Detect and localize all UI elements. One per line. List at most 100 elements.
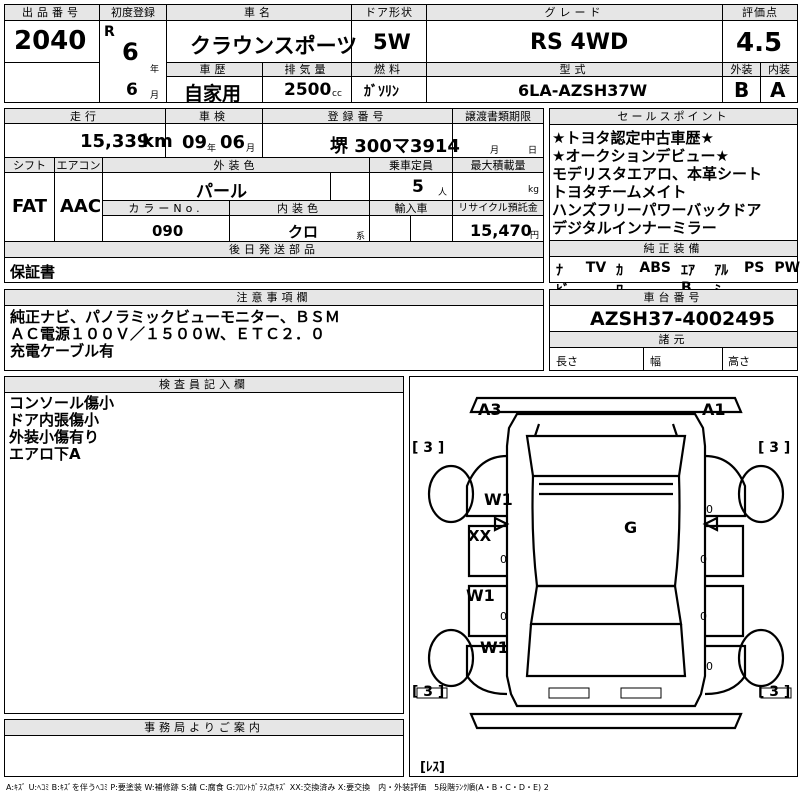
equipment-cell [549,256,798,283]
inspector-cell [4,392,404,714]
grade-label: グレード [426,4,723,21]
car-diagram-svg [416,396,792,730]
first-reg-year: 6 [122,38,139,66]
later-cell [4,257,544,283]
tire-front-left: [ 3 ] [412,440,445,456]
capacity-value: 5 [412,177,424,197]
displacement-value: 2500 [284,80,332,100]
transfer-day: 日 [528,146,538,156]
color-split [330,172,370,201]
recycle-value: 15,470 [470,221,532,240]
mark-a3: A3 [478,400,502,419]
first-reg-label: 初度登録 [99,4,167,21]
plate-label: 登録番号 [262,108,453,124]
color-no-value: 090 [152,222,184,240]
lot-label: 出品番号 [4,4,100,21]
sales-list: ★トヨタ認定中古車歴★ ★オークションデビュー★ モデリスタエアロ、本革シート … [552,129,762,237]
inspector-line: ドア内張傷小 [9,411,100,429]
notes-line: 純正ナビ、パノラミックビューモニター、ＢＳＭ [10,308,340,326]
fuel-value: ｶﾞｿﾘﾝ [364,84,399,100]
mark-zero: 0 [500,610,507,623]
inspection-year: 09 [182,132,208,153]
mark-g: G [624,518,638,537]
first-reg-month-unit: 月 [150,91,160,101]
sales-line: ★オークションデビュー★ [552,147,729,165]
chassis-number: AZSH37-4002495 [590,308,775,330]
interior-cell [760,76,798,103]
recycle-label: リサイクル預託金 [452,200,544,216]
interior-value: A [770,78,786,102]
inspector-line: エアロ下A [9,445,81,463]
sales-line: ★トヨタ認定中古車歴★ [552,129,714,147]
inspector-list: コンソール傷小 ドア内張傷小 外装小傷有り エアロ下A [9,395,114,463]
lot-empty [4,62,100,103]
mileage-label: 走行 [4,108,166,124]
ac-value: AAC [60,196,102,217]
lot-number: 2040 [14,26,87,56]
transfer-month: 月 [490,146,500,156]
first-reg-era: R [104,24,115,40]
equipment-item-pw: PW [774,260,800,276]
chassis-label: 車台番号 [549,289,798,306]
exterior-value: B [734,78,750,102]
equipment-item-airbag: ｴｱB [680,263,695,296]
sales-line: モデリスタエアロ、本革シート [552,165,763,183]
first-reg-year-unit: 年 [150,65,160,75]
int-color-label: 内装色 [229,200,370,216]
tire-front-right: [ 3 ] [758,440,791,456]
int-color-unit: 系 [356,232,366,242]
mark-zero: 0 [700,610,707,623]
mark-w1-front: W1 [484,490,513,509]
transfer-label: 譲渡書類期限 [452,108,544,124]
mark-xx: XX [468,527,492,545]
mark-w1-mid: W1 [466,586,495,605]
legend-text: A:ｷｽﾞ U:ﾍｺﾐ B:ｷｽﾞを伴うﾍｺﾐ P:要塗装 W:補修跡 S:錆 … [6,783,549,792]
office-cell [4,735,404,777]
shift-value: FAT [12,196,48,217]
inspector-line: コンソール傷小 [9,394,115,412]
fuel-label: 燃料 [351,62,427,77]
dims-height-label: 高さ [728,355,750,368]
first-reg-month: 6 [126,80,138,100]
ac-label: エアコン [54,157,103,173]
shift-label: シフト [4,157,55,173]
mark-zero: 0 [706,503,713,516]
exterior-label: 外装 [722,62,761,77]
displacement-unit: cc [332,89,342,99]
import-label: 輸入車 [369,200,453,216]
dims-label: 諸元 [549,331,798,348]
mark-zero: 0 [706,660,713,673]
color-value: パール [196,182,247,202]
door-label: ドア形状 [351,4,427,21]
mileage-value: 15,339 [80,131,150,152]
int-color-value: クロ [288,223,319,241]
notes-line: ＡＣ電源１００Ｖ／１５００Ｗ、ＥＴＣ２．０ [10,325,326,343]
inspector-label: 検査員記入欄 [4,376,404,393]
equipment-label: 純正装備 [549,240,798,257]
inspection-month-unit: 月 [246,144,256,154]
notes-cell [4,305,544,371]
grade-name: RS 4WD [530,30,629,55]
dims-height-cell [722,347,798,371]
mark-zero: 0 [700,553,707,566]
capacity-label: 乗車定員 [369,157,453,173]
door-type: 5W [373,30,411,54]
sales-line: デジタルインナーミラー [552,219,717,237]
type-label: 型式 [426,62,723,77]
score-value: 4.5 [736,28,783,58]
mark-w1-rear: W1 [480,638,509,657]
capacity-unit: 人 [438,188,448,198]
mark-zero: 0 [500,553,507,566]
mark-a1: A1 [702,400,726,419]
equipment-item-tv: TV [585,260,607,276]
dims-length-label: 長さ [556,355,578,368]
color-label: 外装色 [102,157,370,173]
dims-width-label: 幅 [650,355,661,368]
recycle-unit: 円 [530,231,540,241]
inspection-year-unit: 年 [207,144,217,154]
sales-label: セールスポイント [549,108,798,125]
load-unit: kg [528,185,539,195]
equipment-item-ps: PS [743,260,765,276]
tire-rear-right: [ 3 ] [758,684,791,700]
damage-diagram [409,376,798,777]
